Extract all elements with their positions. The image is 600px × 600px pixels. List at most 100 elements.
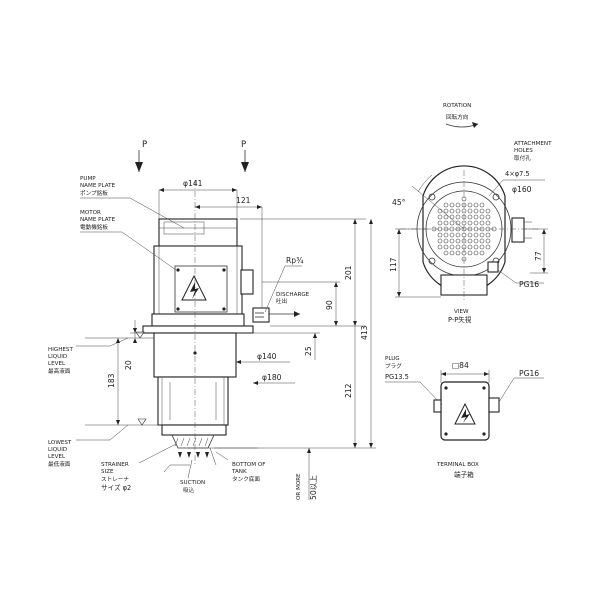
grill-hole — [455, 238, 461, 244]
grill-hole — [467, 232, 473, 238]
grill-hole — [449, 232, 455, 238]
grill-hole — [437, 238, 443, 244]
highest-jp: 最高液面 — [48, 367, 71, 375]
plug-jp: プラグ — [385, 362, 402, 370]
grill-hole — [473, 232, 479, 238]
view-en: VIEW — [454, 309, 469, 315]
suction-arrows — [178, 452, 209, 458]
grill-hole — [449, 220, 455, 226]
grill-hole — [443, 220, 449, 226]
highest-2: LIQUID — [48, 354, 67, 360]
grill-hole — [467, 208, 473, 214]
view-jp: P-P矢視 — [448, 315, 472, 324]
dim-413: 413 — [360, 325, 369, 340]
lowest-3: LEVEL — [48, 454, 66, 460]
dim-183: 183 — [107, 373, 116, 388]
pp-discharge — [511, 217, 525, 243]
grill-hole — [467, 202, 473, 208]
grill-hole — [473, 220, 479, 226]
lowest-2: LIQUID — [48, 447, 67, 453]
terminal-box-side — [240, 269, 254, 295]
grill-hole — [473, 244, 479, 250]
strainer-size: サイズ φ2 — [101, 483, 131, 492]
grill-hole — [479, 232, 485, 238]
grill-hole — [449, 238, 455, 244]
grill-hole — [443, 232, 449, 238]
terminal-jp: 端子箱 — [454, 470, 474, 479]
grill-hole — [485, 238, 491, 244]
grill-hole — [455, 250, 461, 256]
view-pp: ROTATION 回転方向 ATTACHMENT HOLES 取付孔 4×φ7.… — [389, 103, 552, 324]
view-p-right-label: P — [241, 140, 246, 150]
dim-121: 121 — [236, 196, 251, 205]
motor-name-plate — [174, 265, 228, 313]
motor-plate-2: NAME PLATE — [80, 217, 116, 223]
grill-hole — [437, 232, 443, 238]
grill-hole — [437, 244, 443, 250]
grill-hole — [485, 208, 491, 214]
strainer-1: STRAINER — [101, 462, 129, 468]
dim-117: 117 — [389, 257, 398, 272]
attach-1: ATTACHMENT — [514, 141, 552, 147]
pump-plate-jp: ポンプ銘板 — [80, 189, 108, 197]
discharge-port — [252, 307, 270, 323]
front-dimensions: φ141 121 Rp¾ DISCHARGE 吐出 201 90 413 — [48, 176, 376, 500]
dim-141: φ141 — [183, 179, 203, 188]
grill-hole — [479, 238, 485, 244]
grill-hole — [455, 214, 461, 220]
motor-front-view — [151, 218, 254, 327]
warning-icon — [181, 274, 207, 301]
grill-hole — [443, 238, 449, 244]
pp-pg16 — [487, 261, 499, 273]
grill-hole — [443, 208, 449, 214]
pump-front-view — [142, 180, 270, 465]
dim-212: 212 — [344, 383, 353, 398]
motor-body — [153, 245, 243, 317]
bottom-jp: タンク底面 — [232, 475, 260, 483]
view-p-left-label: P — [142, 140, 147, 150]
grill-hole — [479, 250, 485, 256]
bottom-1: BOTTOM OF — [232, 462, 266, 468]
rotation-jp: 回転方向 — [446, 113, 469, 121]
grill-hole — [479, 220, 485, 226]
terminal-warning-icon — [454, 402, 476, 425]
grill-hole — [437, 208, 443, 214]
dim-84: □84 — [452, 361, 469, 370]
pg16-right — [488, 397, 500, 413]
grill-hole — [479, 244, 485, 250]
plug-size: PG13.5 — [385, 373, 409, 381]
grill-hole — [473, 214, 479, 220]
dim-rp: Rp¾ — [286, 256, 304, 265]
highest-1: HIGHEST — [48, 347, 73, 353]
attach-jp: 取付孔 — [514, 154, 531, 162]
or-more-en: OR MORE — [296, 473, 302, 500]
dim-25: 25 — [304, 346, 313, 356]
grill-hole — [455, 244, 461, 250]
terminal-en: TERMINAL BOX — [436, 462, 479, 468]
grill-hole — [455, 208, 461, 214]
grill-hole — [479, 208, 485, 214]
dim-160: φ160 — [512, 185, 532, 194]
motor-plate-1: MOTOR — [80, 210, 101, 216]
suction-en: SUCTION — [180, 480, 205, 486]
strainer-jp: ストレーナ — [101, 476, 129, 483]
discharge-en: DISCHARGE — [276, 292, 310, 298]
grill-hole — [443, 244, 449, 250]
grill-hole — [467, 220, 473, 226]
grill-hole — [467, 214, 473, 220]
pump-plate-1: PUMP — [80, 176, 96, 182]
suction-jp: 吸込 — [183, 486, 195, 494]
bottom-2: TANK — [231, 469, 247, 475]
terminal-box-view: PLUG プラグ PG13.5 □84 PG16 TERMINAL BOX 端子… — [385, 356, 544, 479]
grill-hole — [473, 238, 479, 244]
grill-hole — [443, 214, 449, 220]
grill-hole — [485, 232, 491, 238]
grill-hole — [449, 244, 455, 250]
grill-hole — [473, 250, 479, 256]
highest-3: LEVEL — [48, 361, 66, 367]
mounting-flange — [142, 325, 254, 334]
view-p-arrows: P P — [135, 140, 249, 172]
grill-hole — [443, 250, 449, 256]
motor-plate-jp: 電動機銘板 — [80, 223, 108, 231]
grill-hole — [473, 202, 479, 208]
